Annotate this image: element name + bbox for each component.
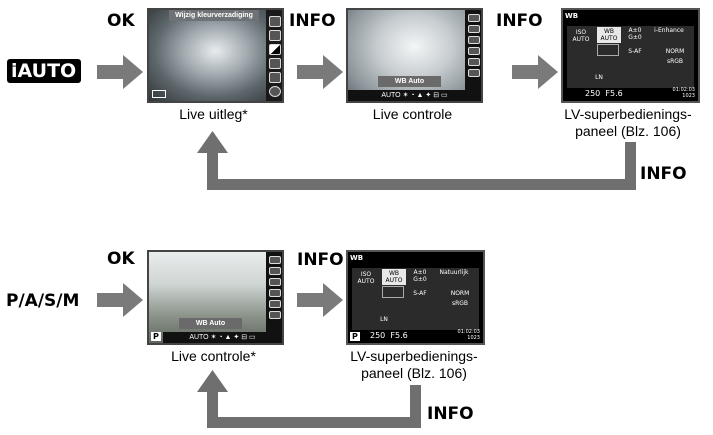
metering-icon xyxy=(597,44,619,56)
loop-line xyxy=(410,385,421,428)
caption-lv-super-1: LV-superbedienings-paneel (Blz. 106) xyxy=(564,106,692,139)
control-icons xyxy=(465,10,481,101)
wb-value-p: AUTO xyxy=(385,277,403,284)
psm-mode-label: P/A/S/M xyxy=(6,291,80,311)
caption-live-guide: Live uitleg* xyxy=(179,106,248,122)
sp-header-p: WB xyxy=(350,254,364,262)
caption-lv-super-2: LV-superbedienings-paneel (Blz. 106) xyxy=(350,348,478,381)
back-icon xyxy=(152,90,166,98)
metering-icon-p xyxy=(382,286,404,298)
arrow-right-icon xyxy=(297,283,343,317)
loop-line xyxy=(207,150,218,190)
info-button-label-3: INFO xyxy=(640,164,687,184)
live-guide-screen: Wijzig kleurverzadiging xyxy=(147,8,284,103)
control-bottom-bar-p: AUTO ✶ ◔ ▲ ✦ ⊟ ▭ xyxy=(163,332,282,343)
info-button-label-2: INFO xyxy=(496,11,543,31)
iso-label-p: ISO xyxy=(360,271,372,278)
picture-mode-p: Natuurlijk xyxy=(439,269,469,276)
iso-value-p: AUTO xyxy=(357,278,375,285)
live-control-screen: WB Auto AUTO ✶ ◔ ▲ ✦ ⊟ ▭ xyxy=(346,8,483,103)
ok-button-label-2: OK xyxy=(107,249,135,269)
info-button-label-5: INFO xyxy=(427,404,474,424)
loop-line xyxy=(207,417,421,428)
control-icons-p xyxy=(266,252,282,343)
control-bottom-bar: AUTO ✶ ◔ ▲ ✦ ⊟ ▭ xyxy=(348,90,481,101)
quality-value: LN xyxy=(595,74,603,81)
guide-icons xyxy=(266,10,282,101)
p-mode-badge-2: P xyxy=(350,332,360,341)
live-control-p-screen: WB Auto AUTO ✶ ◔ ▲ ✦ ⊟ ▭ P xyxy=(147,250,284,345)
caption-live-control: Live controle xyxy=(372,106,453,122)
srgb-value: sRGB xyxy=(666,58,684,65)
af-mode-p: S-AF xyxy=(413,290,427,297)
arrow-right-icon xyxy=(297,55,343,89)
info-button-label-4: INFO xyxy=(297,250,344,270)
srgb-value-p: sRGB xyxy=(451,300,469,307)
p-mode-badge: P xyxy=(151,332,161,341)
caption-live-control-star: Live controle* xyxy=(171,348,256,364)
wb-label: WB xyxy=(603,28,615,35)
norm-value-p: NORM xyxy=(450,290,470,297)
af-mode: S-AF xyxy=(628,48,642,55)
wb-auto-label: WB Auto xyxy=(378,76,441,87)
iso-label: ISO xyxy=(575,29,587,36)
exposure-readout-p: 250 F5.6 xyxy=(370,331,408,340)
iso-value: AUTO xyxy=(572,36,590,43)
g0-value-p: G±0 xyxy=(413,276,427,283)
a0-value-p: A±0 xyxy=(413,269,427,276)
info-button-label-1: INFO xyxy=(289,11,336,31)
arrow-right-icon xyxy=(97,55,143,89)
a0-value: A±0 xyxy=(628,27,642,34)
guide-title: Wijzig kleurverzadiging xyxy=(169,10,259,21)
wb-value: AUTO xyxy=(600,35,618,42)
loop-line xyxy=(207,389,218,428)
arrow-right-icon xyxy=(97,283,143,317)
picture-mode: i-Enhance xyxy=(654,27,684,34)
arrow-up-icon xyxy=(197,131,228,153)
ok-button-label: OK xyxy=(107,11,135,31)
arrow-up-icon xyxy=(197,370,228,392)
norm-value: NORM xyxy=(665,48,685,55)
wb-label-p: WB xyxy=(388,270,400,277)
arrow-right-icon xyxy=(512,55,558,89)
wb-auto-label-p: WB Auto xyxy=(179,318,242,329)
loop-line xyxy=(207,179,636,190)
g0-value: G±0 xyxy=(628,34,642,41)
exposure-readout: 250 F5.6 xyxy=(585,89,623,98)
iauto-mode-label: iAUTO xyxy=(7,59,82,83)
sp-header: WB xyxy=(565,12,579,20)
quality-value-p: LN xyxy=(380,316,388,323)
loop-line xyxy=(625,142,636,190)
